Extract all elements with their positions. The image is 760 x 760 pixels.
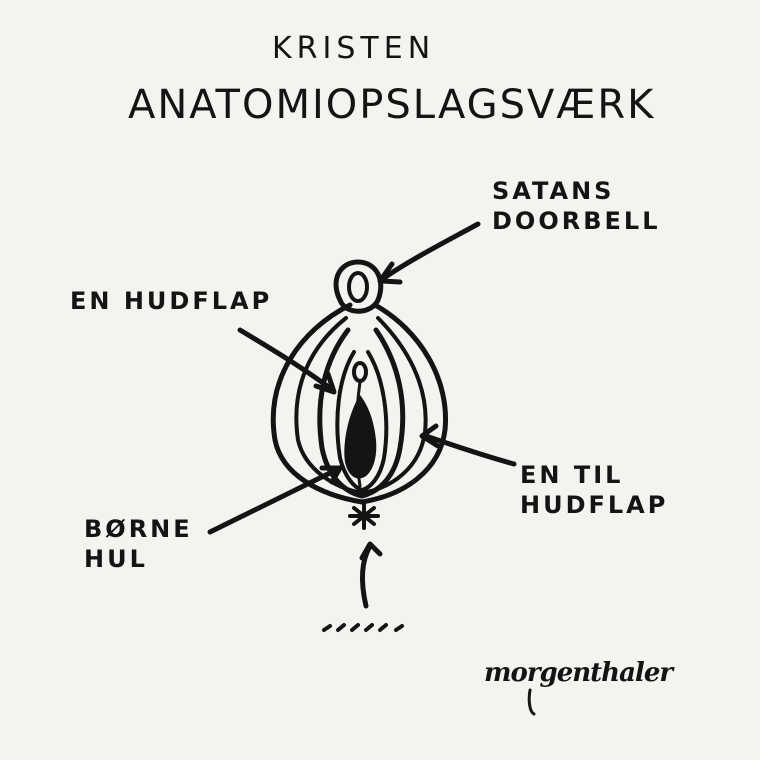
middle-fold-left: [317, 327, 365, 499]
arrow-doorbell-shaft: [381, 221, 481, 281]
inner-fold-right: [360, 350, 389, 492]
bottom-star-icon: [348, 502, 380, 530]
label-en-til-hudflap: EN TIL HUDFLAP: [520, 461, 669, 519]
arrow-hudflap-shaft: [237, 327, 333, 391]
ground-marks: [322, 623, 404, 632]
label-satans-doorbell: SATANS DOORBELL: [492, 177, 661, 235]
arrow-up-head: [359, 541, 383, 561]
arrow-til-hudflap-shaft: [423, 433, 517, 467]
middle-fold-right: [359, 327, 406, 499]
small-loop: [352, 361, 368, 383]
artist-signature: morgenthaler: [484, 658, 673, 688]
signature-flourish: [527, 688, 536, 716]
label-en-hudflap: EN HUDFLAP: [70, 287, 273, 315]
outer-inner-outline: [294, 316, 428, 495]
arrow-boerne-hul-shaft: [207, 467, 339, 535]
title-line-2: ANATOMIOPSLAGSVÆRK: [128, 82, 656, 128]
arrow-boerne-hul-head: [319, 465, 343, 485]
arrow-til-hudflap-head: [419, 423, 441, 449]
center-line: [354, 380, 362, 488]
label-boerne-hul: BØRNE HUL: [84, 515, 193, 573]
doorbell-inner: [347, 271, 369, 303]
dark-center: [344, 395, 377, 479]
arrow-hudflap-head: [313, 371, 337, 395]
arrow-doorbell-head: [377, 261, 403, 285]
outer-outline: [270, 302, 449, 505]
title-line-1: KRISTEN: [272, 31, 436, 66]
doorbell-hood: [333, 259, 384, 314]
inner-fold-left: [335, 350, 364, 492]
